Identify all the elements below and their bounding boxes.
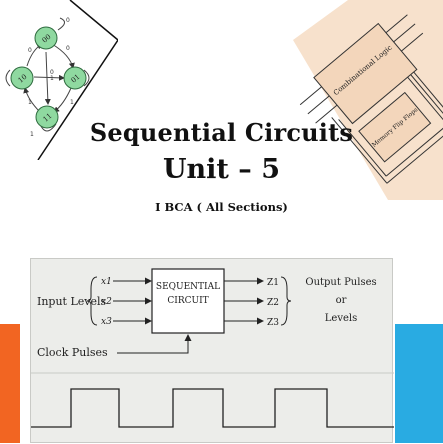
clock-waveform — [31, 388, 394, 428]
class-subtitle: I BCA ( All Sections) — [155, 200, 288, 214]
svg-text:01: 01 — [70, 73, 82, 85]
output-z3-label: Z3 — [267, 318, 279, 328]
edge-label: 0 — [50, 69, 54, 76]
input-levels-label: Input Levels — [37, 295, 107, 308]
block-label-line2: CIRCUIT — [167, 296, 208, 306]
edge-label: 1 — [30, 131, 34, 138]
edge-label: 0 — [66, 17, 70, 24]
circuit-block-image: Combinational Logic Memory Flip Flops — [293, 0, 443, 200]
output-label-line3: Levels — [325, 313, 357, 324]
edge-label: 0 — [28, 47, 32, 54]
edge-label: 1 — [50, 75, 54, 82]
edge-label: 1 — [70, 99, 74, 106]
sequential-circuit-block — [151, 268, 225, 334]
blue-accent-bar — [395, 324, 443, 443]
input-x2-label: x2 — [101, 297, 112, 307]
clock-pulses-label: Clock Pulses — [37, 346, 108, 359]
input-x1-label: x1 — [101, 277, 112, 287]
state-node: 11 — [35, 105, 59, 129]
output-label-line2: or — [336, 295, 347, 306]
edge-label: 0 — [66, 45, 70, 52]
unit-title: Unit – 5 — [163, 154, 280, 185]
svg-text:00: 00 — [41, 33, 53, 45]
orange-accent-bar — [0, 324, 20, 443]
output-z2-label: Z2 — [267, 298, 279, 308]
output-z1-label: Z1 — [267, 278, 279, 288]
output-label-line1: Output Pulses — [305, 277, 376, 288]
block-label-line1: SEQUENTIAL — [156, 282, 220, 292]
sequential-circuit-diagram: Input Levels x1 x2 x3 SEQUENTIAL CIRCUIT… — [30, 258, 394, 443]
state-node: 10 — [10, 66, 34, 90]
svg-text:11: 11 — [42, 112, 54, 124]
slide-title: Sequential Circuits — [89, 118, 354, 147]
state-node: 00 — [34, 26, 58, 50]
edge-label: 1 — [28, 99, 32, 106]
svg-text:10: 10 — [17, 73, 29, 85]
state-node: 01 — [63, 66, 87, 90]
input-x3-label: x3 — [101, 317, 112, 327]
